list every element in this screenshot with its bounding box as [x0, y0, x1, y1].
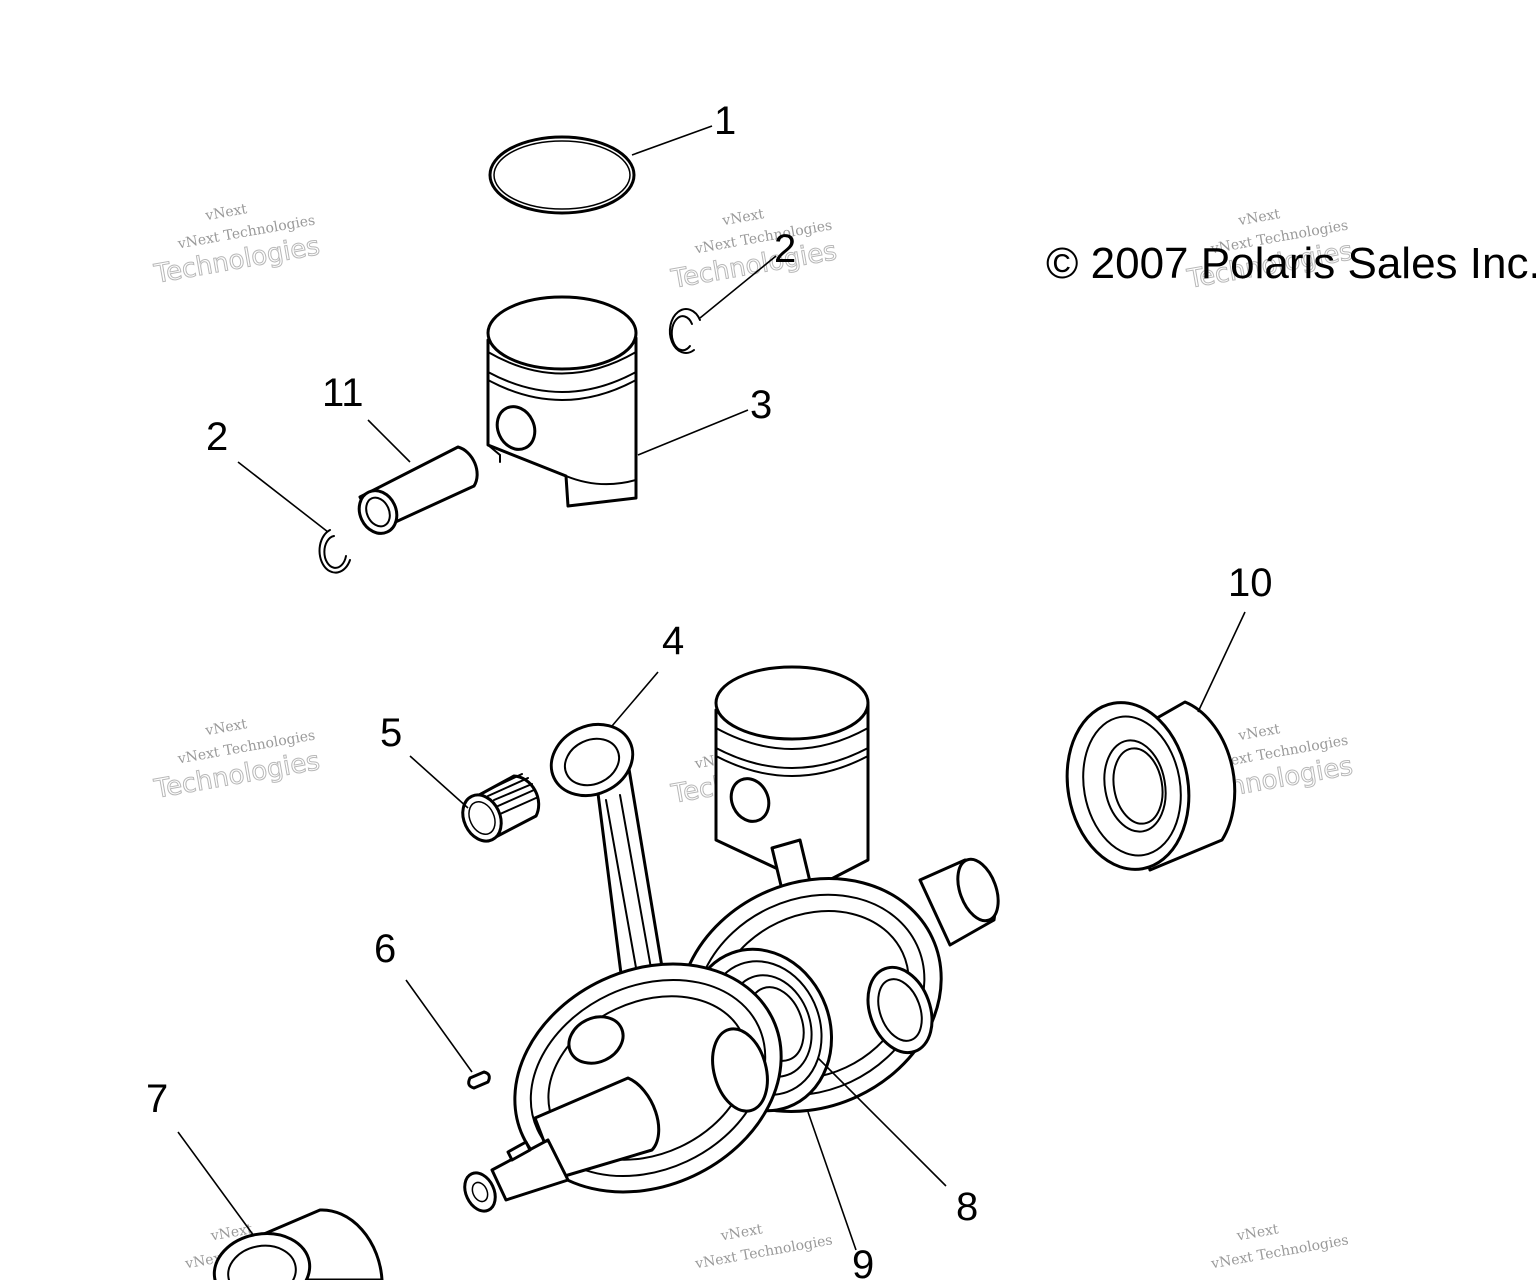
watermark-9: vNext vNext Technologies — [1209, 1221, 1350, 1272]
bearing-right-drawing — [1065, 700, 1237, 872]
svg-text:vNext: vNext — [1236, 721, 1281, 744]
bearing-bottom-drawing — [212, 1208, 384, 1280]
circlip-left-drawing — [318, 529, 351, 574]
circlip-right-drawing — [669, 307, 701, 354]
svg-text:vNext: vNext — [720, 206, 765, 229]
callout-7: 7 — [146, 1077, 168, 1121]
svg-text:vNext: vNext — [203, 201, 248, 224]
callout-10: 10 — [1228, 561, 1273, 605]
needle-bearing-drawing — [461, 773, 541, 843]
callout-1: 1 — [714, 99, 736, 143]
watermark-1: vNext vNext Technologies Technologies — [151, 201, 323, 290]
watermark-4: vNext vNext Technologies Technologies — [151, 716, 323, 805]
wrist-pin-drawing — [357, 445, 479, 535]
callout-3: 3 — [750, 383, 772, 427]
callout-2b: 2 — [206, 415, 228, 459]
callout-2a: 2 — [774, 227, 796, 271]
copyright-notice: © 2007 Polaris Sales Inc. — [1046, 239, 1536, 288]
watermark-8: vNext vNext Technologies — [693, 1221, 834, 1272]
crankshaft-assembly-drawing — [463, 665, 1000, 1213]
callout-11: 11 — [322, 371, 364, 415]
callout-9: 9 — [852, 1243, 874, 1280]
svg-text:vNext: vNext — [203, 716, 248, 739]
callout-8: 8 — [956, 1185, 978, 1229]
svg-text:vNext: vNext — [1235, 1221, 1280, 1244]
svg-text:vNext Technologies: vNext Technologies — [693, 1232, 834, 1272]
piston-drawing — [486, 295, 638, 508]
piston-ring-drawing — [488, 135, 636, 215]
svg-text:vNext: vNext — [719, 1221, 764, 1244]
callout-5: 5 — [380, 711, 402, 755]
woodruff-key-drawing — [467, 1070, 491, 1090]
svg-text:vNext Technologies: vNext Technologies — [1209, 1232, 1350, 1272]
callout-4: 4 — [662, 619, 684, 663]
watermark-2: vNext vNext Technologies Technologies — [668, 206, 840, 295]
callout-numbers: 1 2 2 3 4 5 6 7 8 9 10 11 — [146, 99, 1273, 1280]
svg-text:vNext: vNext — [1236, 206, 1281, 229]
leader-lines — [177, 125, 1246, 1251]
callout-6: 6 — [374, 927, 396, 971]
